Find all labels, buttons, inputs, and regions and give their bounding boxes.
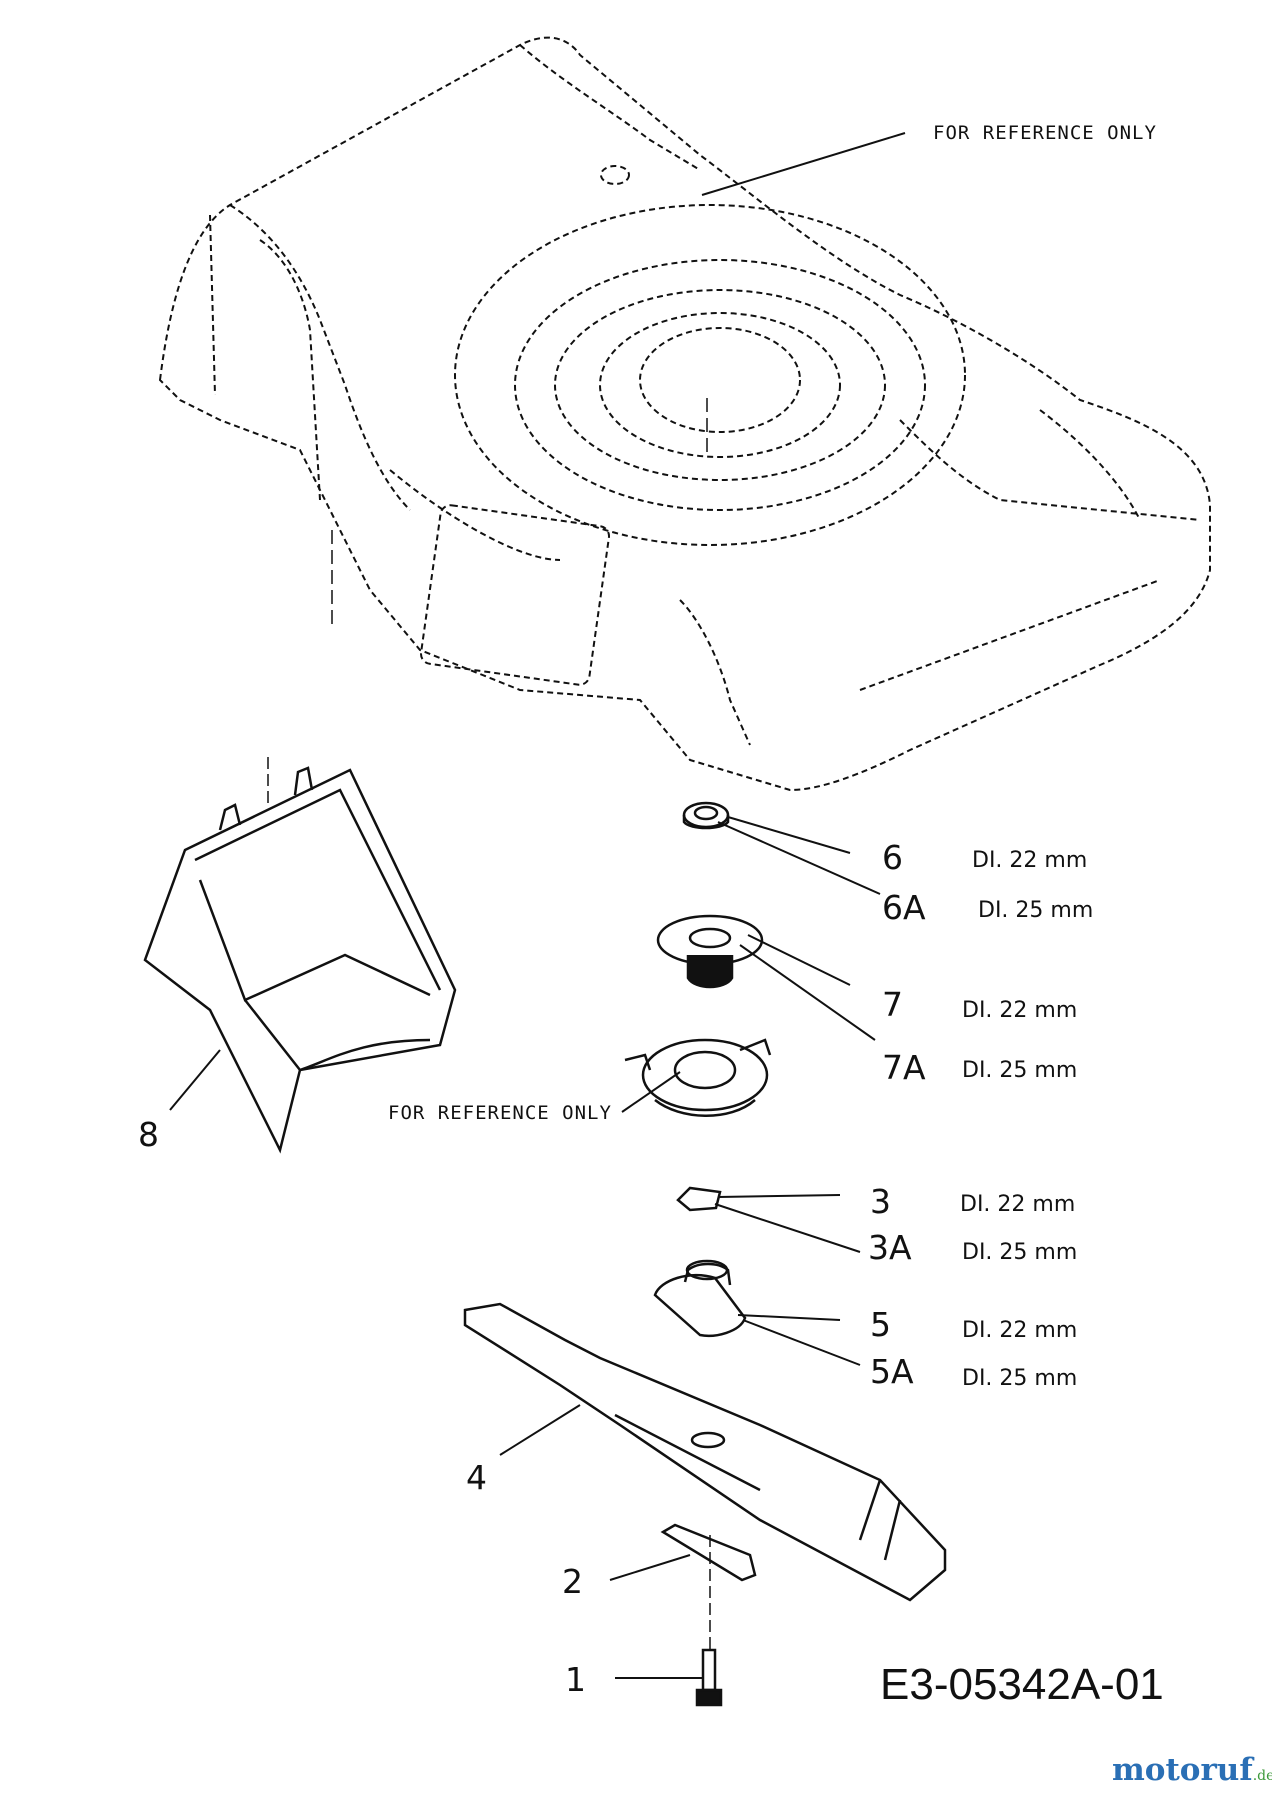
mower-blade-part <box>463 1302 947 1602</box>
blade-adapter-part <box>656 914 764 989</box>
watermark-text: motoruf <box>1112 1752 1253 1788</box>
callout-5a: 5A <box>870 1352 914 1391</box>
mower-deck-outline <box>158 36 1211 792</box>
reference-hub-part <box>624 1038 772 1117</box>
watermark-logo: motoruf.de <box>1112 1752 1272 1788</box>
reference-note-mid: FOR REFERENCE ONLY <box>388 1102 612 1124</box>
callout-3a: 3A <box>868 1228 912 1267</box>
spacer-washer-part <box>682 801 730 830</box>
leader-6 <box>727 816 851 854</box>
reference-note-top: FOR REFERENCE ONLY <box>933 122 1157 144</box>
leader-7a <box>739 944 876 1041</box>
part-code: E3-05342A-01 <box>880 1660 1164 1709</box>
callout-7a: 7A <box>882 1048 926 1087</box>
leader-top-reference <box>701 132 906 196</box>
leader-3a <box>714 1203 861 1253</box>
key-part <box>676 1186 722 1212</box>
callout-2: 2 <box>562 1562 583 1601</box>
leader-6a <box>717 821 881 895</box>
dim-6: DI. 22 mm <box>972 848 1088 873</box>
callout-6a: 6A <box>882 888 926 927</box>
leader-lines <box>169 816 881 1679</box>
dim-3: DI. 22 mm <box>960 1192 1076 1217</box>
callout-3: 3 <box>870 1182 891 1221</box>
leader-5a <box>742 1319 861 1366</box>
dim-3a: DI. 25 mm <box>962 1240 1078 1265</box>
grass-chute-part <box>143 766 457 1154</box>
dim-7: DI. 22 mm <box>962 998 1078 1023</box>
callout-6: 6 <box>882 838 903 877</box>
leader-8 <box>169 1049 221 1111</box>
callout-5: 5 <box>870 1305 891 1344</box>
blade-plate-part <box>660 1523 757 1582</box>
dim-7a: DI. 25 mm <box>962 1058 1078 1083</box>
callout-8: 8 <box>138 1115 159 1154</box>
dim-6a: DI. 25 mm <box>978 898 1094 923</box>
watermark-suffix: .de <box>1252 1768 1272 1784</box>
callout-7: 7 <box>882 985 903 1024</box>
leader-2 <box>609 1554 691 1581</box>
leader-5 <box>737 1314 841 1321</box>
leader-7 <box>747 934 851 986</box>
leader-3 <box>717 1194 841 1198</box>
leader-4 <box>499 1404 581 1456</box>
callout-4: 4 <box>466 1458 487 1497</box>
callout-1: 1 <box>565 1660 586 1699</box>
leader-reference <box>621 1071 681 1113</box>
blade-bolt-part <box>695 1648 723 1707</box>
dim-5a: DI. 25 mm <box>962 1366 1078 1391</box>
dim-5: DI. 22 mm <box>962 1318 1078 1343</box>
blade-holder-part <box>653 1259 747 1337</box>
